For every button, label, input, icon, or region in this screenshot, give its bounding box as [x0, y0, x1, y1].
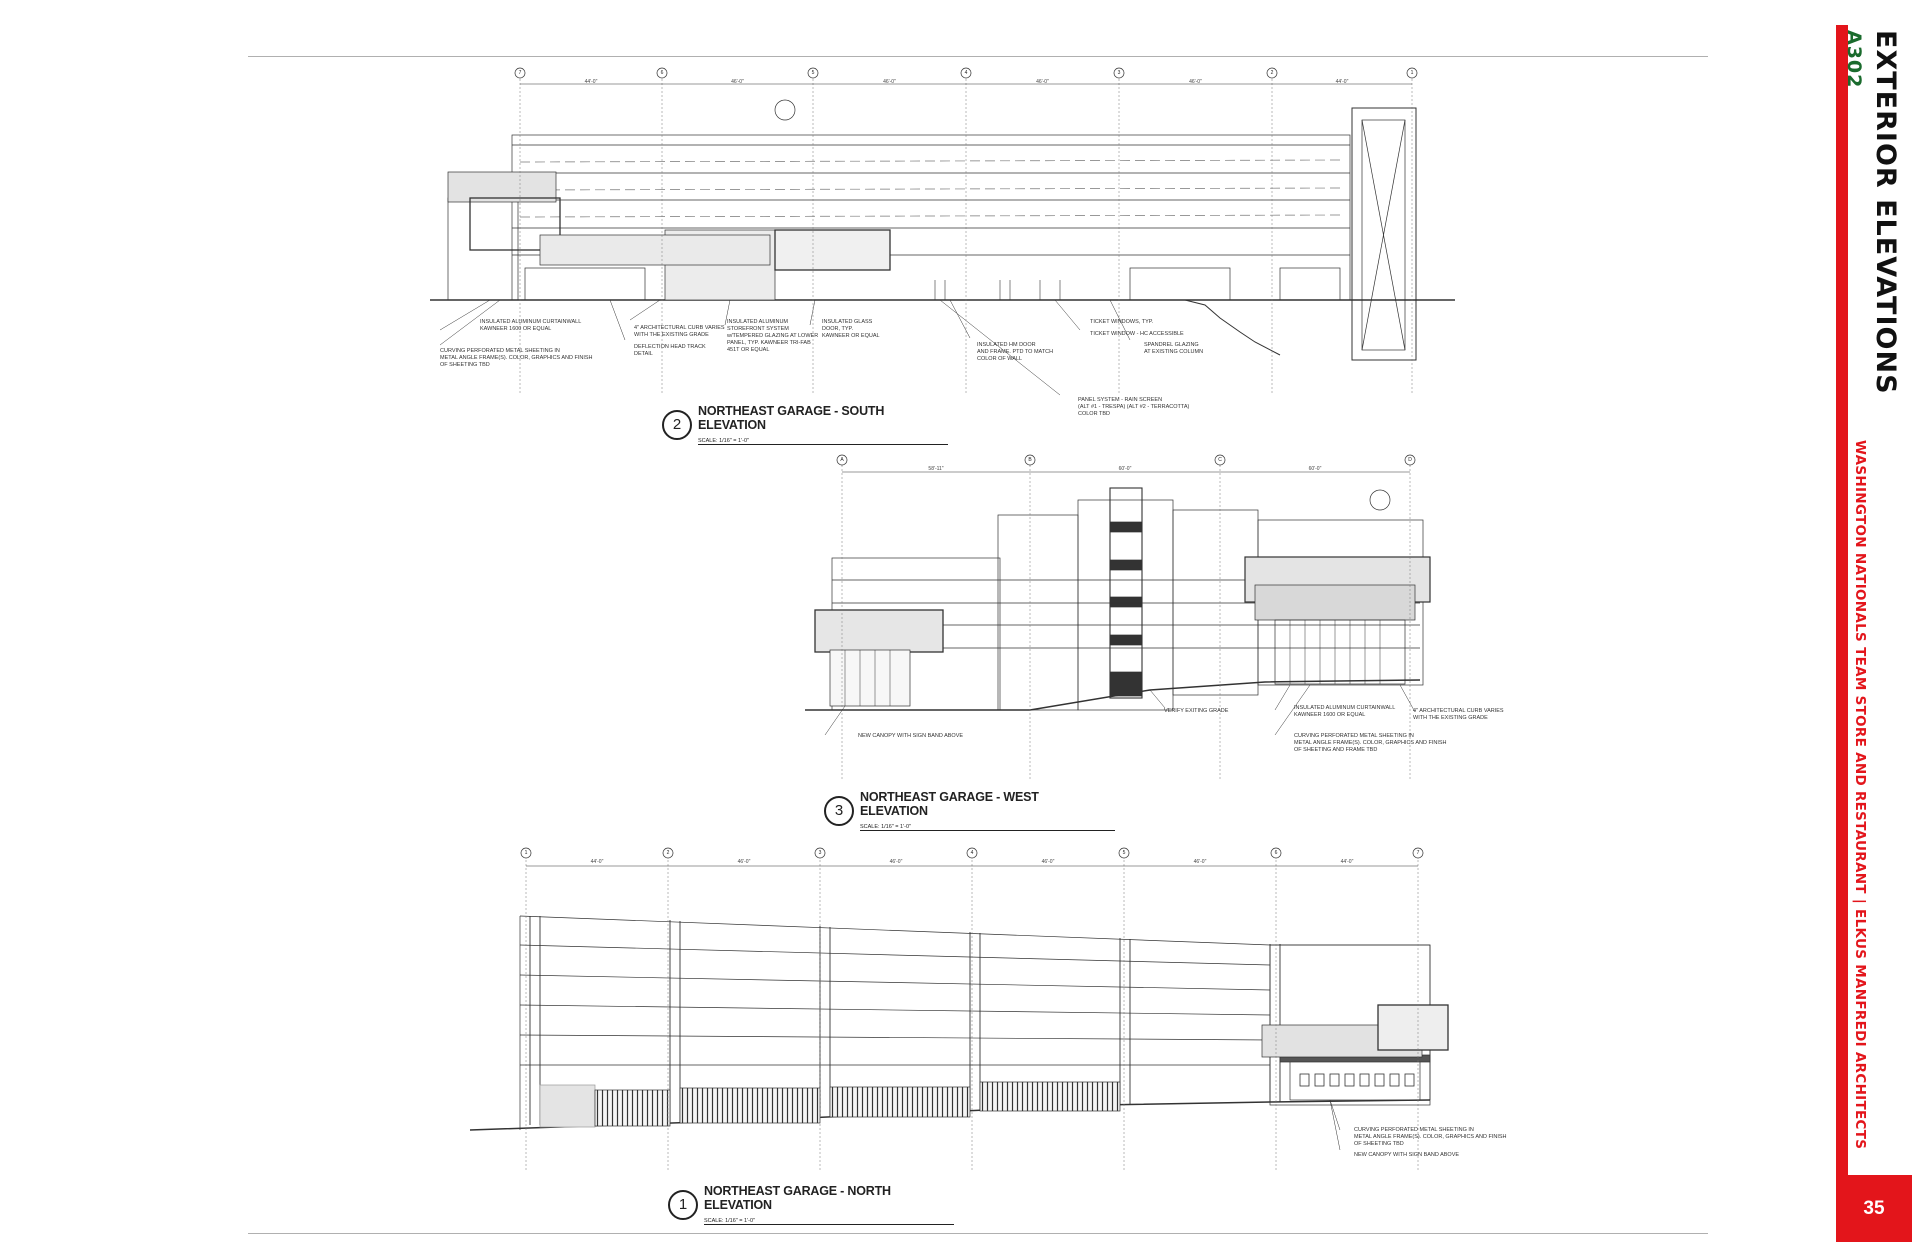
grid-dimension: 58'-11" — [928, 466, 944, 472]
west-note: VERIFY EXITING GRADE — [1164, 708, 1229, 714]
grid-bubble-label: B — [1028, 457, 1032, 463]
grid-bubble-label: C — [1218, 457, 1222, 463]
elevation-number: 3 — [824, 795, 854, 826]
grid-dimension: 46'-0" — [731, 79, 744, 85]
south-note: SPANDREL GLAZING AT EXISTING COLUMN — [1144, 342, 1204, 355]
south-note: 4" ARCHITECTURAL CURB VARIES WITH THE EX… — [634, 325, 725, 338]
grid-dimension: 60'-0" — [1118, 466, 1132, 472]
elevation-title-text: NORTHEAST GARAGE - SOUTH ELEVATION — [698, 404, 885, 432]
grid-dimension: 46'-0" — [1041, 859, 1055, 865]
grid-dimension: 60'-0" — [1308, 466, 1322, 472]
west-note: 4" ARCHITECTURAL CURB VARIES WITH THE EX… — [1413, 708, 1504, 721]
page-number: 35 — [1836, 1175, 1912, 1242]
grid-bubble-label: D — [1408, 457, 1412, 463]
sheet-number: A302 — [1843, 30, 1865, 89]
elevation-scale: SCALE: 1/16" = 1'-0" — [698, 438, 749, 444]
south-elevation-title: 2 NORTHEAST GARAGE - SOUTH ELEVATION SCA… — [662, 404, 948, 445]
top-rule — [248, 56, 1708, 57]
grid-bubble-label: 2 — [666, 850, 670, 856]
grid-bubble-label: 7 — [1416, 850, 1420, 856]
grid-dimension: 44'-0" — [1335, 79, 1349, 85]
west-elevation-title: 3 NORTHEAST GARAGE - WEST ELEVATION SCAL… — [824, 790, 1115, 831]
grid-bubble-label: 1 — [1410, 70, 1414, 76]
grid-bubble-label: 6 — [1274, 850, 1278, 856]
south-note: TICKET WINDOW - HC ACCESSIBLE — [1090, 331, 1184, 337]
grid-dimension: 44'-0" — [590, 859, 604, 865]
south-note: PANEL SYSTEM - RAIN SCREEN (ALT #1 - TRE… — [1078, 397, 1190, 417]
grid-dimension: 44'-0" — [584, 79, 598, 85]
south-note: INSULATED ALUMINUM STOREFRONT SYSTEM w/T… — [727, 319, 819, 353]
grid-dimension: 44'-0" — [1340, 859, 1354, 865]
grid-dimension: 46'-0" — [737, 859, 751, 865]
elevation-number: 2 — [662, 409, 692, 440]
project-name: WASHINGTON NATIONALS TEAM STORE AND REST… — [1852, 440, 1868, 1150]
grid-dimension: 46'-0" — [1193, 859, 1207, 865]
sheet-title: EXTERIOR ELEVATIONS — [1870, 30, 1901, 395]
grid-bubble-label: 5 — [811, 70, 815, 76]
grid-bubble-label: 3 — [1117, 70, 1121, 76]
north-note: NEW CANOPY WITH SIGN BAND ABOVE — [1354, 1152, 1460, 1158]
grid-bubble-label: A — [840, 457, 844, 463]
elevation-number: 1 — [668, 1189, 698, 1220]
west-note: CURVING PERFORATED METAL SHEETING IN MET… — [1294, 733, 1447, 753]
north-elevation-drawing — [469, 847, 1449, 1170]
south-note: INSULATED ALUMINUM CURTAINWALL KAWNEER 1… — [480, 319, 582, 332]
south-note: INSULATED HM DOOR AND FRAME. PTD TO MATC… — [977, 342, 1054, 362]
grid-bubble-label: 4 — [970, 850, 974, 856]
grid-dimension: 46'-0" — [883, 79, 896, 85]
south-note: INSULATED GLASS DOOR, TYP. KAWNEER OR EQ… — [822, 319, 880, 339]
west-elevation-drawing — [805, 454, 1431, 780]
south-elevation-drawing — [430, 67, 1455, 396]
south-note: DEFLECTION HEAD TRACK DETAIL — [634, 344, 706, 357]
grid-bubble-label: 4 — [964, 70, 968, 76]
north-note: CURVING PERFORATED METAL SHEETING IN MET… — [1354, 1127, 1507, 1147]
grid-bubble-label: 5 — [1122, 850, 1126, 856]
grid-bubble-label: 1 — [524, 850, 528, 856]
south-note: TICKET WINDOWS, TYP. — [1090, 319, 1154, 325]
grid-dimension: 46'-0" — [1036, 79, 1049, 85]
west-note: INSULATED ALUMINUM CURTAINWALL KAWNEER 1… — [1294, 705, 1396, 718]
grid-bubble-label: 2 — [1270, 70, 1274, 76]
grid-bubble-label: 3 — [818, 850, 822, 856]
elevation-title-text: NORTHEAST GARAGE - WEST ELEVATION — [860, 790, 1039, 818]
elevation-title-text: NORTHEAST GARAGE - NORTH ELEVATION — [704, 1184, 891, 1212]
south-note: CURVING PERFORATED METAL SHEETING IN MET… — [440, 348, 593, 368]
bottom-rule — [248, 1233, 1708, 1234]
grid-bubble-label: 7 — [518, 70, 522, 76]
sheet-accent-bar — [1836, 25, 1848, 1175]
grid-dimension: 46'-0" — [1189, 79, 1202, 85]
elevation-scale: SCALE: 1/16" = 1'-0" — [704, 1218, 755, 1224]
grid-dimension: 46'-0" — [889, 859, 903, 865]
west-note: NEW CANOPY WITH SIGN BAND ABOVE — [858, 733, 964, 739]
elevation-scale: SCALE: 1/16" = 1'-0" — [860, 824, 911, 830]
north-elevation-title: 1 NORTHEAST GARAGE - NORTH ELEVATION SCA… — [668, 1184, 954, 1225]
grid-bubble-label: 6 — [660, 70, 664, 76]
